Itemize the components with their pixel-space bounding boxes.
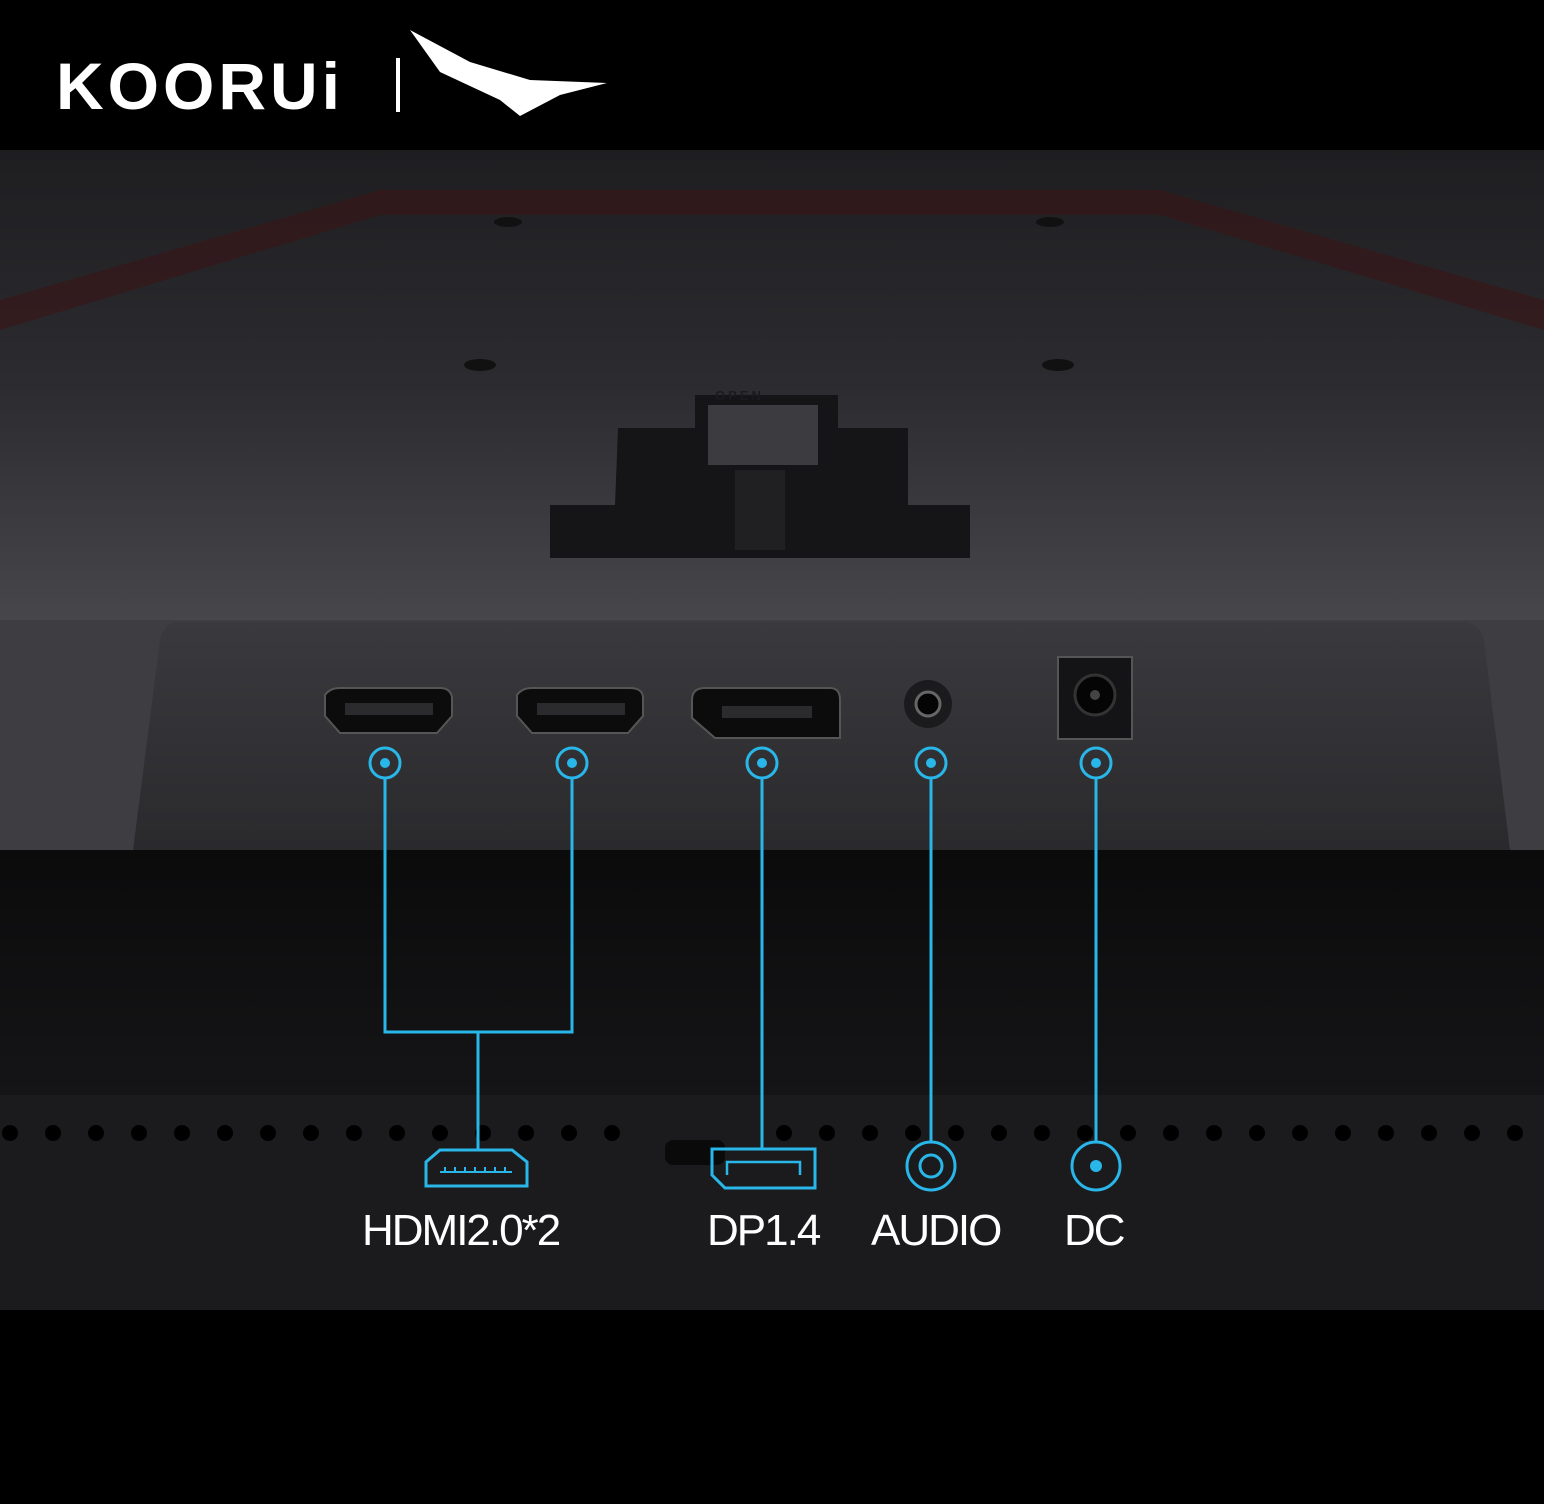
speaker-grille	[0, 1095, 1544, 1310]
port-label-audio: AUDIO	[871, 1206, 1002, 1255]
grille-hole	[819, 1125, 835, 1141]
dc-port	[1057, 656, 1133, 740]
grille-hole	[1206, 1125, 1222, 1141]
grille-hole	[1249, 1125, 1265, 1141]
grille-hole	[1077, 1125, 1093, 1141]
grille-hole	[389, 1125, 405, 1141]
audio-jack-icon	[905, 1140, 957, 1192]
grille-hole	[346, 1125, 362, 1141]
port-label-dp: DP1.4	[707, 1206, 821, 1255]
grille-hole	[1335, 1125, 1351, 1141]
grille-hole	[174, 1125, 190, 1141]
port-icons	[424, 1140, 1122, 1192]
grille-hole	[1507, 1125, 1523, 1141]
grille-hole	[88, 1125, 104, 1141]
grille-hole	[862, 1125, 878, 1141]
grille-hole	[776, 1125, 792, 1141]
connector-lines	[383, 778, 1098, 1150]
grille-hole	[1120, 1125, 1136, 1141]
grille-hole	[948, 1125, 964, 1141]
grille-hole	[1378, 1125, 1394, 1141]
audio-port	[904, 680, 952, 728]
grille-slot	[665, 1140, 725, 1165]
stand-open-mark: OPEN	[715, 388, 764, 403]
grille-hole	[604, 1125, 620, 1141]
port-marker-dots	[380, 758, 1101, 768]
grille-hole	[2, 1125, 18, 1141]
stand-mount	[550, 395, 970, 558]
grille-hole	[561, 1125, 577, 1141]
grille-hole	[905, 1125, 921, 1141]
brand-logo: KOORUi	[56, 49, 344, 123]
grille-hole	[260, 1125, 276, 1141]
grille-hole	[217, 1125, 233, 1141]
dc-power-icon	[1070, 1140, 1122, 1192]
hdmi-port-2	[516, 687, 644, 734]
hdmi-icon-pins	[440, 1167, 512, 1173]
grille-hole	[518, 1125, 534, 1141]
port-label-dc: DC	[1064, 1206, 1126, 1255]
vesa-holes	[464, 217, 1074, 371]
grille-hole	[991, 1125, 1007, 1141]
grille-hole	[45, 1125, 61, 1141]
dc-power-icon-dot	[1090, 1160, 1102, 1172]
bottom-strip	[0, 850, 1544, 1095]
port-label-hdmi: HDMI2.0*2	[362, 1206, 561, 1255]
hdmi-icon	[424, 1148, 529, 1188]
grille-hole	[432, 1125, 448, 1141]
grille-hole	[303, 1125, 319, 1141]
grille-hole	[1464, 1125, 1480, 1141]
audio-jack-icon-inner	[918, 1153, 944, 1179]
hdmi-port-1	[324, 687, 453, 734]
grille-hole	[1421, 1125, 1437, 1141]
displayport-icon-inner	[725, 1160, 802, 1175]
port-markers	[368, 746, 1113, 780]
grille-hole	[1163, 1125, 1179, 1141]
grille-hole	[1292, 1125, 1308, 1141]
displayport-port	[691, 687, 841, 739]
grille-hole	[131, 1125, 147, 1141]
displayport-icon	[710, 1147, 817, 1190]
koorui-eagle-logo	[396, 30, 607, 116]
grille-hole	[1034, 1125, 1050, 1141]
